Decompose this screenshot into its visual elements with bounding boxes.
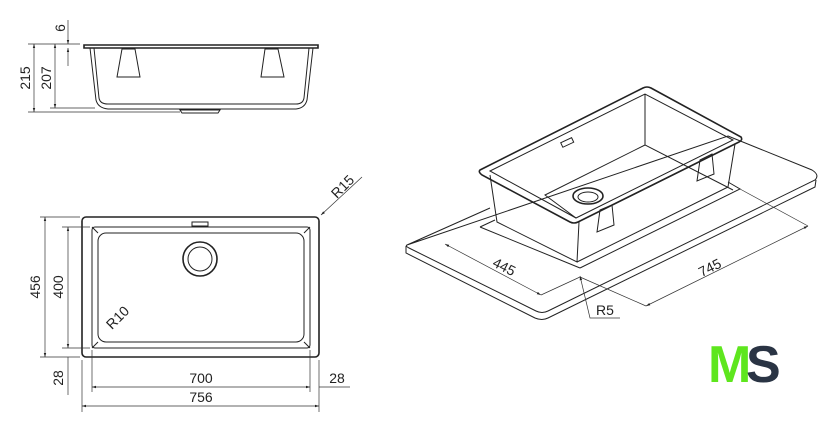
overflow-slot bbox=[191, 221, 209, 227]
overflow-slot bbox=[560, 136, 575, 148]
dim-corner-inner: R10 bbox=[103, 303, 133, 333]
dim-cutout-radius: R5 bbox=[596, 302, 614, 318]
dim-corner-outer: R15 bbox=[328, 172, 358, 202]
mounting-bracket bbox=[116, 48, 141, 78]
drain-hole bbox=[572, 187, 604, 205]
dim-border-right: 28 bbox=[329, 370, 345, 386]
mounting-bracket bbox=[596, 204, 615, 233]
mounting-bracket bbox=[696, 153, 715, 182]
iso-view: 445 745 R5 bbox=[405, 86, 818, 320]
dim-outer-depth: 456 bbox=[27, 275, 43, 299]
dim-total-height: 215 bbox=[17, 66, 33, 90]
dim-flange: 6 bbox=[52, 24, 68, 32]
dim-cutout-width: 745 bbox=[696, 255, 724, 280]
dim-cutout-depth: 445 bbox=[490, 254, 518, 279]
drain-hole bbox=[182, 241, 218, 277]
dim-inner-width: 700 bbox=[189, 370, 213, 386]
dim-bowl-height: 207 bbox=[38, 66, 54, 90]
logo-letter-s: S bbox=[746, 336, 781, 394]
top-view: 456 400 28 700 756 28 R15 R10 bbox=[27, 172, 363, 412]
side-view: 215 207 6 bbox=[17, 20, 319, 114]
dim-inner-depth: 400 bbox=[50, 275, 66, 299]
dim-outer-width: 756 bbox=[189, 389, 213, 405]
mounting-bracket bbox=[260, 48, 285, 78]
brand-logo: M S bbox=[708, 336, 781, 394]
logo-letter-m: M bbox=[708, 336, 751, 394]
dim-border-left: 28 bbox=[50, 370, 66, 386]
